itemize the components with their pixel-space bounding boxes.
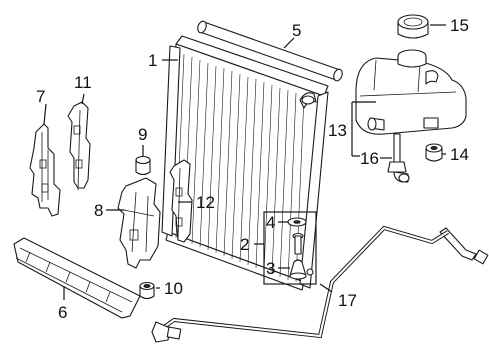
- callout-8: 8: [94, 201, 103, 220]
- level-sensor-icon: [387, 133, 410, 183]
- bracket-icon: [117, 177, 161, 269]
- bracket-icon: [67, 101, 91, 191]
- callout-12: 12: [196, 193, 215, 212]
- lower-shroud-icon: [13, 237, 141, 319]
- callout-4: 4: [266, 213, 275, 232]
- filler-cap-icon: [397, 14, 429, 39]
- callout-7: 7: [36, 87, 45, 106]
- callout-17: 17: [338, 291, 357, 310]
- callout-13: 13: [328, 121, 347, 140]
- callout-3: 3: [266, 259, 275, 278]
- callout-labels: 1 2 3 4 5 6 7 8 9 10 11 12 13 14 15 16 1…: [36, 16, 469, 322]
- callout-1: 1: [148, 51, 157, 70]
- callout-14: 14: [450, 145, 469, 164]
- callout-9: 9: [138, 125, 147, 144]
- callout-2: 2: [240, 235, 249, 254]
- bracket-icon: [169, 159, 193, 243]
- callout-10: 10: [164, 279, 183, 298]
- callout-6: 6: [58, 303, 67, 322]
- bracket-icon: [29, 123, 61, 217]
- bushing-icon: [139, 281, 155, 300]
- leader-lines: [43, 24, 446, 300]
- callout-5: 5: [292, 21, 301, 40]
- cooler-line-icon: [151, 225, 489, 343]
- callout-11: 11: [74, 73, 92, 92]
- callout-15: 15: [450, 16, 469, 35]
- hose-icon: [197, 20, 343, 82]
- rubber-mount-icon: [425, 143, 443, 162]
- callout-16: 16: [360, 149, 379, 168]
- bushing-icon: [135, 155, 151, 176]
- expansion-tank-icon: [355, 49, 467, 135]
